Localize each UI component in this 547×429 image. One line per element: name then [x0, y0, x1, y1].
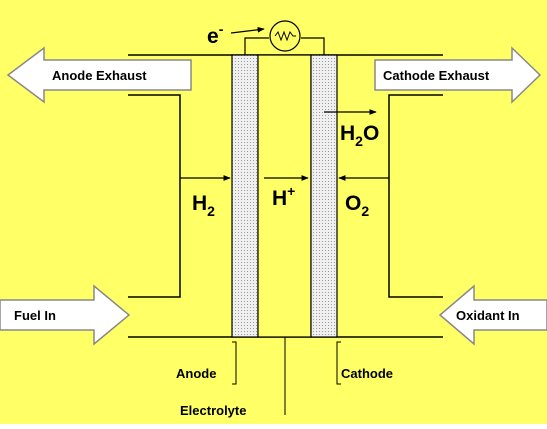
- oxidant-in-arrow: Oxidant In: [438, 284, 547, 346]
- cathode-chamber-wall: [388, 94, 443, 298]
- anode-chamber-wall: [128, 94, 181, 298]
- cathode-exhaust-arrow: Cathode Exhaust: [374, 46, 542, 104]
- anode-exhaust-arrow: Anode Exhaust: [6, 46, 192, 104]
- fuel-in-arrow: Fuel In: [0, 284, 131, 346]
- anode-bracket: [232, 341, 237, 385]
- h2-label: H2: [192, 192, 215, 219]
- resistor-circle-icon: [269, 20, 301, 52]
- h2o-label: H2O: [340, 122, 379, 149]
- hplus-label: H+: [272, 183, 295, 210]
- svg-text:Cathode Exhaust: Cathode Exhaust: [383, 68, 490, 83]
- electron-label: e-: [207, 21, 224, 48]
- anode-label: Anode: [176, 366, 216, 381]
- cathode-layer: [310, 54, 338, 338]
- o2-label: O2: [345, 192, 369, 219]
- electrolyte-label: Electrolyte: [180, 403, 246, 418]
- cathode-bracket: [336, 341, 341, 385]
- svg-text:Fuel In: Fuel In: [14, 308, 56, 323]
- external-circuit-wire-right: [301, 37, 325, 55]
- svg-text:Oxidant In: Oxidant In: [456, 308, 520, 323]
- cathode-label: Cathode: [341, 366, 393, 381]
- electron-flow-arrow: [230, 26, 265, 34]
- svg-text:Anode Exhaust: Anode Exhaust: [52, 68, 147, 83]
- anode-layer: [231, 54, 259, 338]
- external-circuit-wire: [244, 37, 269, 55]
